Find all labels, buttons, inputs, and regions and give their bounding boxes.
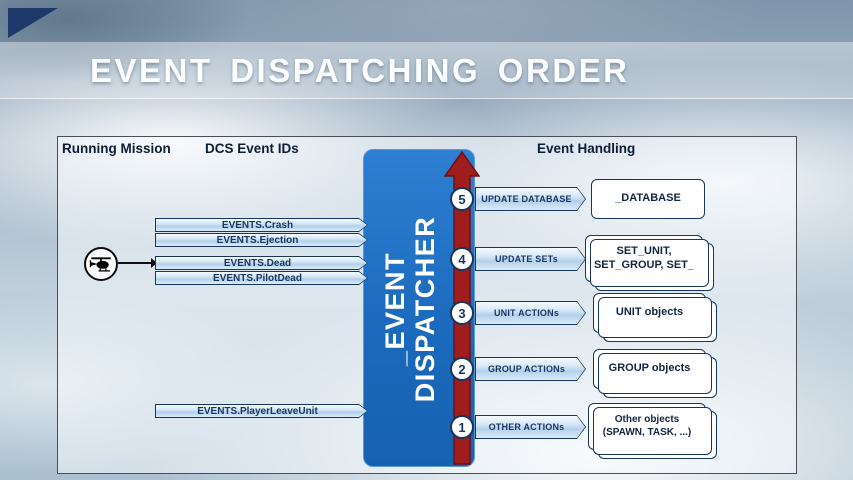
- step-4-action-arrow: UPDATE SETs: [475, 247, 586, 271]
- event-arrow-playerleaveunit: EVENTS.PlayerLeaveUnit: [155, 404, 368, 418]
- column-label-dcs-event-ids: DCS Event IDs: [205, 141, 299, 156]
- step-4-action-label: UPDATE SETs: [495, 254, 558, 264]
- helicopter-unit-badge: [84, 247, 118, 281]
- step-1-number-badge: 1: [450, 415, 474, 439]
- event-arrow-pilotdead: EVENTS.PilotDead: [155, 271, 368, 285]
- page-title: EVENT DISPATCHING ORDER: [90, 52, 630, 89]
- step-5-target-box: _DATABASE: [591, 179, 705, 219]
- event-arrow-crash-label: EVENTS.Crash: [221, 219, 294, 231]
- dispatcher-label: _EVENT DISPATCHER: [364, 150, 456, 468]
- helicopter-connector-line: [118, 262, 152, 264]
- dispatcher-label-line1: _EVENT: [379, 251, 410, 367]
- column-label-event-handling: Event Handling: [537, 141, 636, 156]
- event-arrow-dead-label: EVENTS.Dead: [223, 257, 292, 269]
- event-arrow-crash: EVENTS.Crash: [155, 218, 368, 232]
- step-1-target-box: Other objects (SPAWN, TASK, ...): [588, 403, 706, 450]
- step-1-action-label: OTHER ACTIONs: [488, 422, 565, 432]
- event-arrow-pilotdead-label: EVENTS.PilotDead: [213, 272, 302, 284]
- step-2-action-arrow: GROUP ACTIONs: [475, 357, 586, 381]
- title-band: EVENT DISPATCHING ORDER: [0, 42, 853, 99]
- step-5-number-badge: 5: [450, 187, 474, 211]
- column-label-running-mission: Running Mission: [62, 141, 171, 156]
- step-5-action-arrow: UPDATE DATABASE: [475, 187, 586, 211]
- event-arrow-ejection-label: EVENTS.Ejection: [216, 234, 299, 246]
- dispatcher-label-line2: DISPATCHER: [410, 215, 440, 403]
- step-3-action-label: UNIT ACTIONs: [493, 308, 560, 318]
- corner-accent: [8, 8, 58, 38]
- step-2-action-label: GROUP ACTIONs: [487, 364, 566, 374]
- step-3-target-box: UNIT objects: [593, 293, 706, 333]
- step-3-number-badge: 3: [450, 301, 474, 325]
- event-arrow-dead: EVENTS.Dead: [155, 256, 368, 270]
- step-4-target-box: SET_UNIT, SET_GROUP, SET_: [585, 235, 703, 282]
- helicopter-icon: [89, 257, 111, 272]
- step-3-action-arrow: UNIT ACTIONs: [475, 301, 586, 325]
- event-arrow-playerleaveunit-label: EVENTS.PlayerLeaveUnit: [197, 405, 318, 417]
- step-2-target-box: GROUP objects: [593, 349, 706, 389]
- step-4-number-badge: 4: [450, 247, 474, 271]
- event-arrow-ejection: EVENTS.Ejection: [155, 233, 368, 247]
- step-2-number-badge: 2: [450, 357, 474, 381]
- helicopter-connector-arrowhead-icon: [151, 258, 157, 268]
- step-5-action-label: UPDATE DATABASE: [481, 194, 572, 204]
- step-1-action-arrow: OTHER ACTIONs: [475, 415, 586, 439]
